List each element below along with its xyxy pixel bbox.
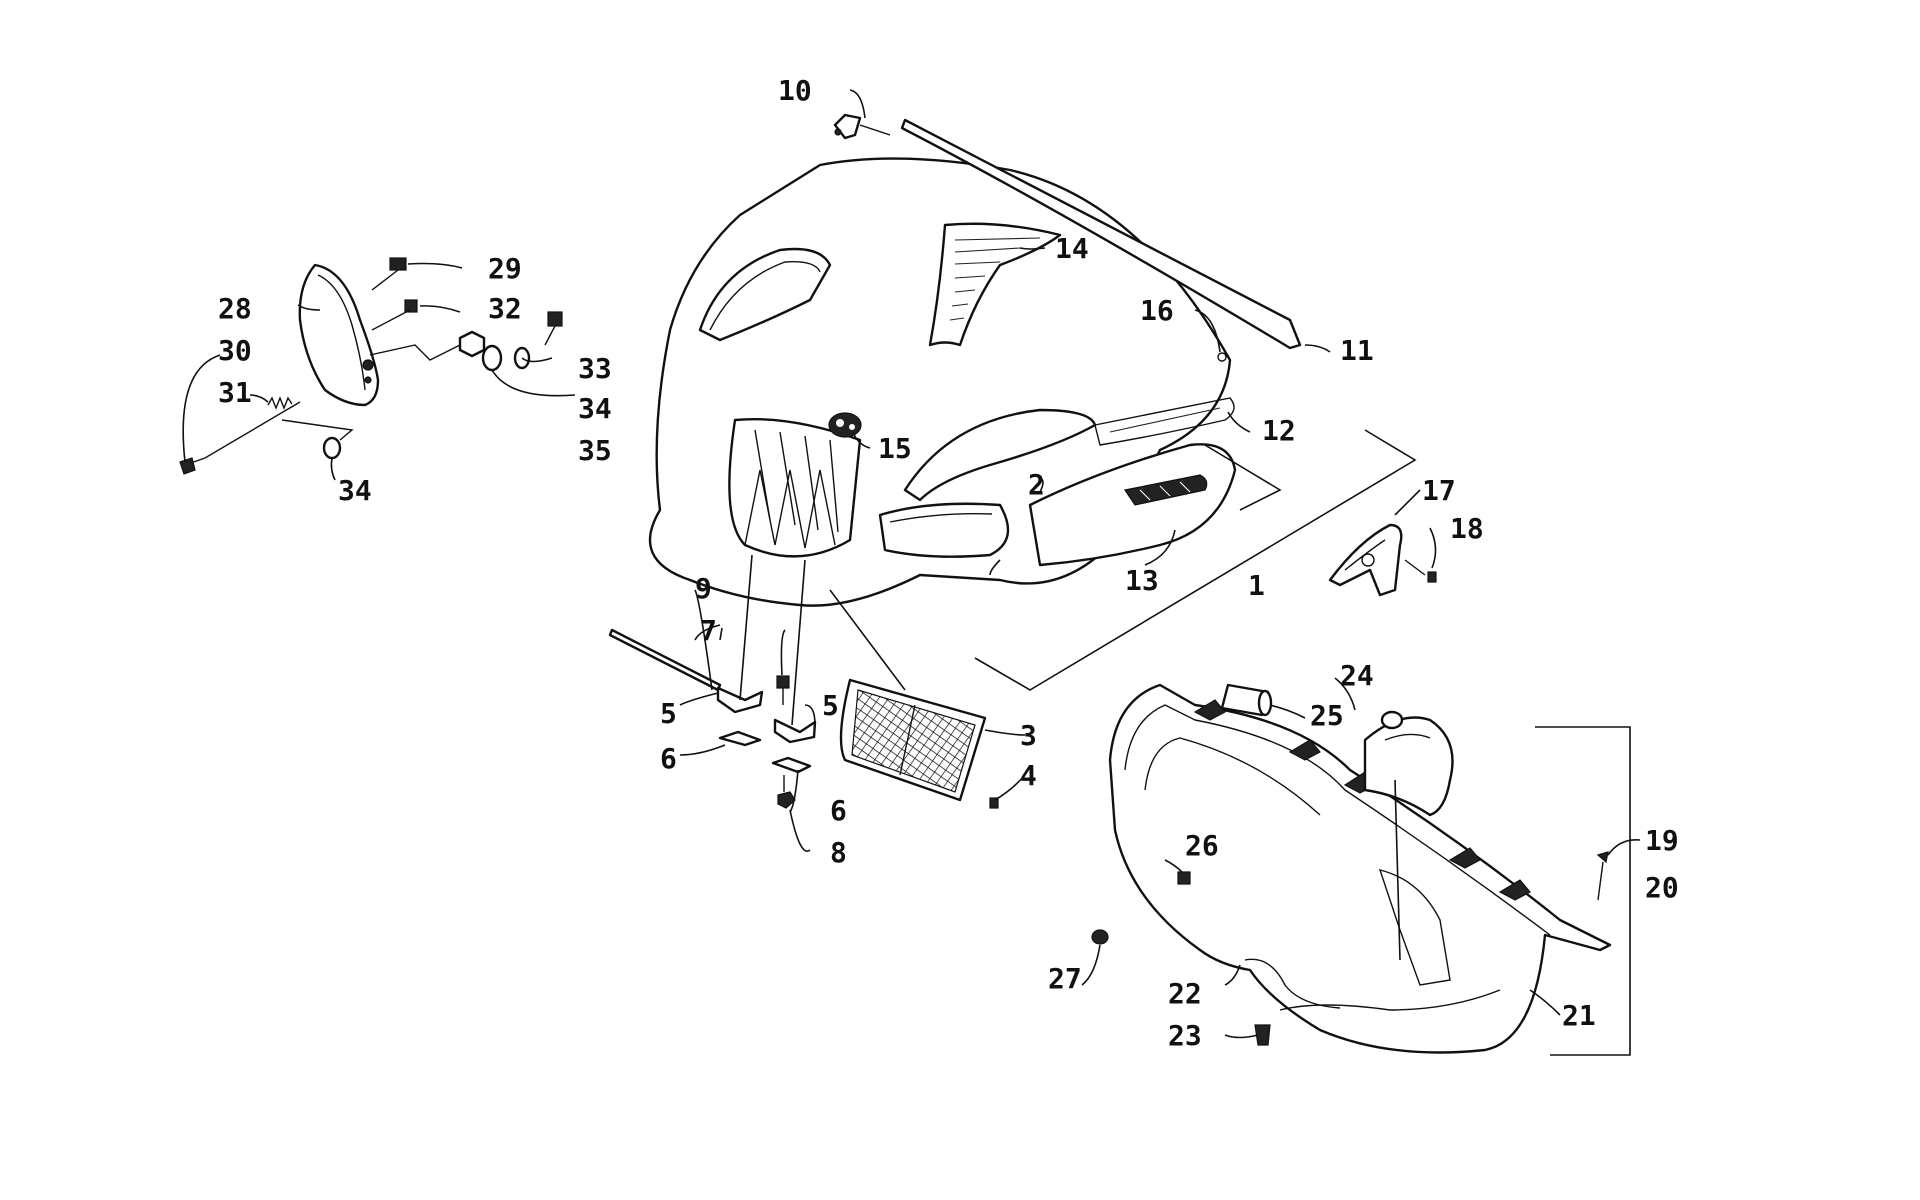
hood-left-scoop <box>698 247 832 342</box>
callout-labels: 1 2 3 4 5 5 6 6 7 8 9 10 11 12 13 14 15 … <box>218 74 1679 1052</box>
callout-24: 24 <box>1340 659 1374 692</box>
assembly-bracket-1 <box>974 429 1417 691</box>
callout-6-left: 6 <box>660 742 677 775</box>
callout-1: 1 <box>1248 569 1265 602</box>
callout-23: 23 <box>1168 1019 1202 1052</box>
callout-26: 26 <box>1185 829 1219 862</box>
callout-34-right: 34 <box>578 392 612 425</box>
callout-7: 7 <box>700 614 717 647</box>
callout-3: 3 <box>1020 719 1037 752</box>
storage-tray <box>1108 683 1612 1054</box>
callout-10: 10 <box>778 74 812 107</box>
callout-2: 2 <box>1028 468 1045 501</box>
hood-assembly <box>648 157 1237 607</box>
hood-right-panel <box>1028 443 1237 567</box>
callout-16: 16 <box>1140 294 1174 327</box>
callout-35: 35 <box>578 434 612 467</box>
headlight-lens <box>878 502 1010 558</box>
callout-15: 15 <box>878 432 912 465</box>
callout-21: 21 <box>1562 999 1596 1032</box>
callout-27: 27 <box>1048 962 1082 995</box>
callout-20: 20 <box>1645 871 1679 904</box>
callout-12: 12 <box>1262 414 1296 447</box>
headlight-assembly <box>179 257 563 475</box>
callout-34-bottom: 34 <box>338 474 372 507</box>
tray-cylinder <box>1220 683 1273 717</box>
callout-25: 25 <box>1310 699 1344 732</box>
top-decal <box>1094 397 1235 446</box>
callout-30: 30 <box>218 334 252 367</box>
storage-tray-assembly <box>1091 683 1631 1056</box>
mirror-bracket <box>1328 523 1437 597</box>
callout-18: 18 <box>1450 512 1484 545</box>
hood-screw <box>1217 352 1227 362</box>
grille-bracket-parts <box>608 554 906 809</box>
callout-13: 13 <box>1125 564 1159 597</box>
front-grille <box>728 417 862 558</box>
callout-32: 32 <box>488 292 522 325</box>
callout-22: 22 <box>1168 977 1202 1010</box>
callout-5-right: 5 <box>822 689 839 722</box>
callout-28: 28 <box>218 292 252 325</box>
callout-19: 19 <box>1645 824 1679 857</box>
hood-top-vent <box>928 222 1062 347</box>
tray-cover <box>1363 716 1454 817</box>
side-decal <box>1124 474 1208 506</box>
windshield-trim <box>900 118 1302 350</box>
screw-32 <box>404 299 418 313</box>
hood-emblem <box>828 412 862 438</box>
trim-clip <box>833 113 891 140</box>
mesh-screen <box>839 678 999 809</box>
vent-hatching <box>949 237 1041 321</box>
headlight-housing <box>298 263 380 407</box>
callout-17: 17 <box>1422 474 1456 507</box>
callout-33: 33 <box>578 352 612 385</box>
callout-29: 29 <box>488 252 522 285</box>
screw-29 <box>389 257 407 271</box>
callout-11: 11 <box>1340 334 1374 367</box>
leader-lines <box>182 89 1641 1039</box>
callout-31: 31 <box>218 376 252 409</box>
callout-8: 8 <box>830 836 847 869</box>
callout-5-left: 5 <box>660 697 677 730</box>
callout-9: 9 <box>695 572 712 605</box>
callout-4: 4 <box>1020 759 1037 792</box>
callout-14: 14 <box>1055 232 1089 265</box>
callout-6-right: 6 <box>830 794 847 827</box>
